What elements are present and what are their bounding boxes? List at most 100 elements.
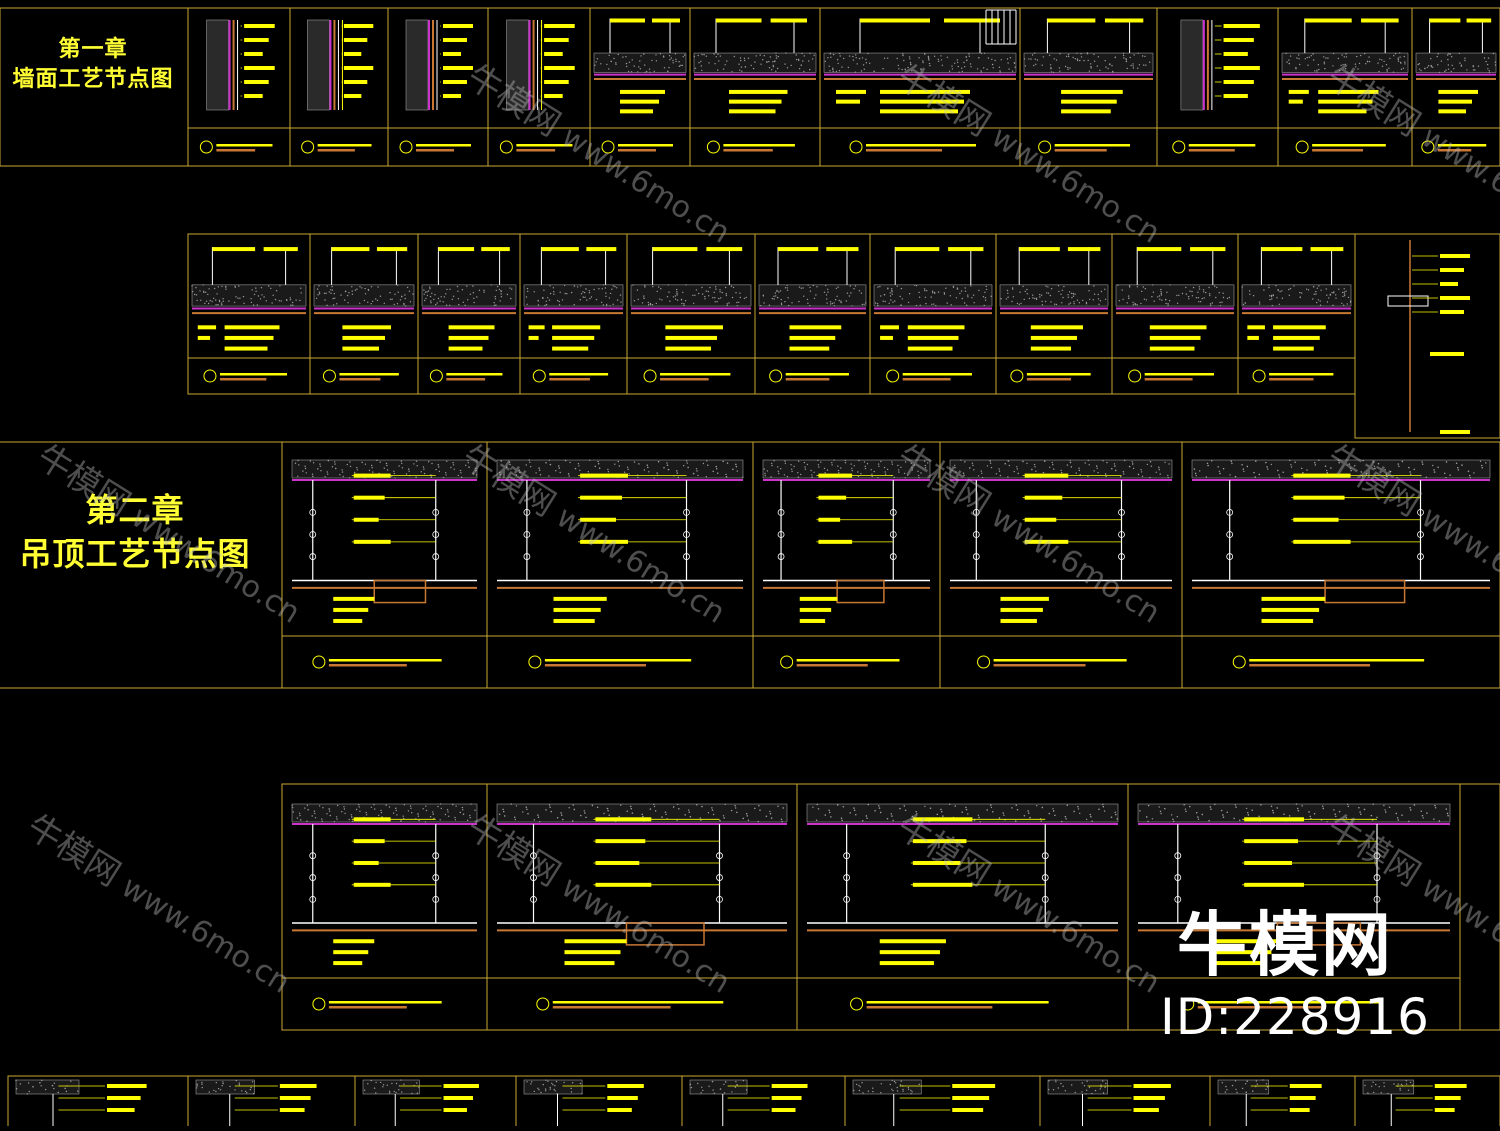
concrete-slab [1217,1079,1270,1095]
concrete-slab [1362,1079,1415,1095]
detail-bubble [1421,140,1435,154]
detail-bubble [1295,140,1309,154]
wall-detail-sheet [487,7,591,167]
title-bar [902,373,972,376]
chapter-two-title: 吊顶工艺节点图 [19,535,251,573]
title-bar [1249,659,1425,662]
partial-sheet [1459,783,1500,1031]
suspended-ceiling-detail [806,803,1119,966]
concrete-slab [758,284,867,307]
suspended-ceiling-sheet [752,441,941,689]
detail-bubble [301,140,315,154]
suspended-ceiling-detail [291,803,478,966]
sheet-frame [819,7,1021,167]
title-underline [1188,149,1235,152]
annotation-labels [1291,473,1421,544]
annotation-labels [1149,325,1207,351]
title-underline [416,149,454,152]
title-bar [544,659,692,662]
annotation-labels [665,325,723,351]
wall-detail-sheet [589,7,691,167]
concrete-slab [421,284,517,307]
annotation-labels [224,325,280,351]
wall-detail-sheet [689,7,821,167]
detail-bubble [1128,369,1142,383]
row-bottom-partial [7,1075,1500,1131]
annotation-labels [400,1084,479,1112]
suspended-ceiling-detail [496,459,744,623]
title-bar [216,144,273,147]
detail-bubble [1010,369,1024,383]
detail-bubble [769,369,783,383]
ceiling-detail-sheet [1111,233,1239,395]
concrete-slab [523,284,624,307]
title-bar [723,144,795,147]
title-underline [660,378,709,381]
title-underline [902,378,951,381]
title-bar [866,144,976,147]
suspended-ceiling-detail [1191,459,1491,623]
annotation-labels [1214,24,1260,98]
ceiling-detail-sheet [754,233,871,395]
concrete-slab [693,52,817,73]
annotation-labels [540,24,575,98]
title-bar [785,373,849,376]
annotation-labels [553,596,607,623]
concrete-slab [191,284,307,307]
ceiling-section-detail [630,247,752,351]
detail-bubble [203,369,217,383]
concrete-slab [806,803,1119,823]
title-underline [1249,664,1371,667]
chapter-one-title: 墙面工艺节点图 [12,66,174,92]
ceiling-detail-sheet [869,233,997,395]
annotation-labels [552,325,601,351]
title-underline [866,1006,993,1009]
detail-bubble [780,655,794,669]
brand-mark: 牛模网 ID:228916 [1160,905,1429,1049]
ceiling-section-detail [313,247,415,351]
annotation-labels [1288,89,1309,104]
title-underline [317,149,355,152]
detail-bubble [528,655,542,669]
annotation-labels [1000,596,1049,623]
title-bar [866,1001,1049,1004]
detail-bubble [849,140,863,154]
wall-detail-sheet [1411,7,1500,167]
annotation-labels [578,473,687,544]
suspended-ceiling-sheet [1127,783,1461,1031]
title-underline [1026,378,1071,381]
concrete-slab [195,1079,255,1095]
title-underline [446,378,486,381]
ceiling-section-detail [1241,247,1352,351]
annotation-labels [1261,596,1326,623]
title-bar [1197,1001,1381,1004]
title-underline [796,664,868,667]
detail-bubble [399,140,413,154]
sheet-frame [1411,7,1500,167]
annotation-labels [880,89,970,114]
title-bar [446,373,503,376]
wall-detail-sheet [819,7,1021,167]
annotation-labels [1438,89,1478,114]
chapter-one-heading: 第一章 墙面工艺节点图 [8,34,178,94]
annotation-labels [1211,939,1278,966]
title-bar [1269,373,1334,376]
annotation-labels [1318,89,1379,114]
title-bar [1144,373,1214,376]
annotation-labels [1247,325,1265,340]
title-underline [993,664,1086,667]
ceiling-section-detail [191,247,307,351]
ceiling-section-detail [758,247,867,351]
detail-bubble [1232,655,1246,669]
annotation-labels [907,325,965,351]
annotation-labels [58,1084,147,1112]
suspended-ceiling-detail [762,459,931,623]
title-bar [328,1001,442,1004]
wall-section-detail [307,19,374,111]
ceiling-section-detail [693,18,817,114]
title-underline [1269,378,1314,381]
bottom-sheet [681,1075,846,1131]
annotation-labels [729,89,788,114]
concrete-slab [1115,284,1235,307]
